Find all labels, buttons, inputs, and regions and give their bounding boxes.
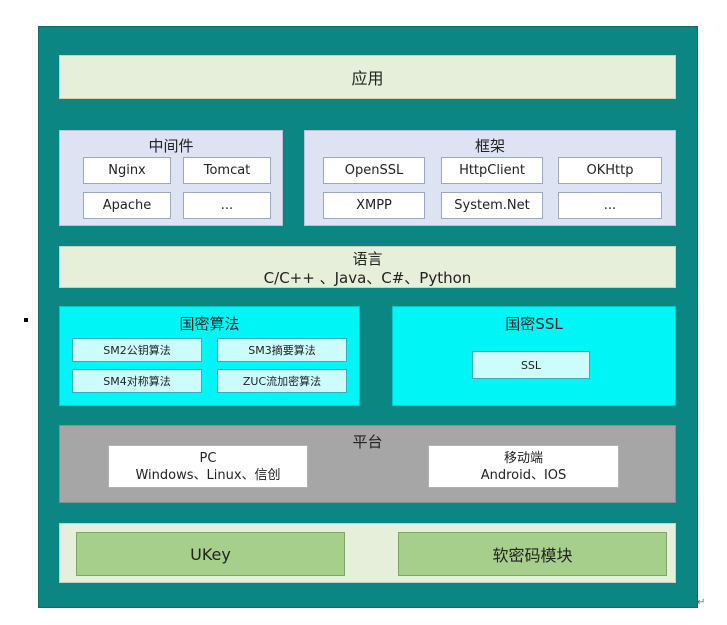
- hardware-item-ukey: UKey: [76, 532, 345, 576]
- framework-item-httpclient: HttpClient: [441, 157, 543, 184]
- middleware-title: 中间件: [148, 137, 194, 155]
- algorithm-item-zuc: ZUC流加密算法: [217, 369, 347, 393]
- middleware-item-nginx: Nginx: [83, 157, 171, 184]
- application-layer: 应用: [59, 55, 676, 99]
- platform-mobile: 移动端 Android、IOS: [428, 445, 619, 488]
- platform-pc-title: PC: [199, 450, 217, 466]
- framework-item-more: ...: [558, 192, 662, 219]
- framework-item-xmpp: XMPP: [323, 192, 425, 219]
- language-layer: 语言 C/C++ 、Java、C#、Python: [59, 246, 676, 288]
- gm-algorithms-title: 国密算法: [179, 315, 240, 333]
- language-items: C/C++ 、Java、C#、Python: [263, 269, 472, 287]
- application-label: 应用: [351, 69, 384, 88]
- hardware-item-soft-crypto: 软密码模块: [398, 532, 667, 576]
- platform-mobile-title: 移动端: [503, 450, 543, 466]
- gm-ssl-title: 国密SSL: [505, 315, 563, 333]
- middleware-item-more: ...: [183, 192, 271, 219]
- language-title: 语言: [352, 250, 383, 268]
- algorithm-item-sm2: SM2公钥算法: [72, 338, 202, 362]
- framework-title: 框架: [474, 137, 505, 155]
- framework-item-openssl: OpenSSL: [323, 157, 425, 184]
- platform-pc: PC Windows、Linux、信创: [108, 445, 308, 488]
- paragraph-mark: ↵: [697, 597, 706, 608]
- platform-pc-detail: Windows、Linux、信创: [135, 467, 281, 483]
- platform-title: 平台: [352, 433, 383, 451]
- framework-item-okhttp: OKHttp: [558, 157, 662, 184]
- ssl-item: SSL: [472, 351, 590, 379]
- framework-item-systemnet: System.Net: [441, 192, 543, 219]
- platform-mobile-detail: Android、IOS: [480, 467, 567, 483]
- middleware-item-tomcat: Tomcat: [183, 157, 271, 184]
- list-bullet: [24, 318, 28, 322]
- algorithm-item-sm3: SM3摘要算法: [217, 338, 347, 362]
- algorithm-item-sm4: SM4对称算法: [72, 369, 202, 393]
- middleware-item-apache: Apache: [83, 192, 171, 219]
